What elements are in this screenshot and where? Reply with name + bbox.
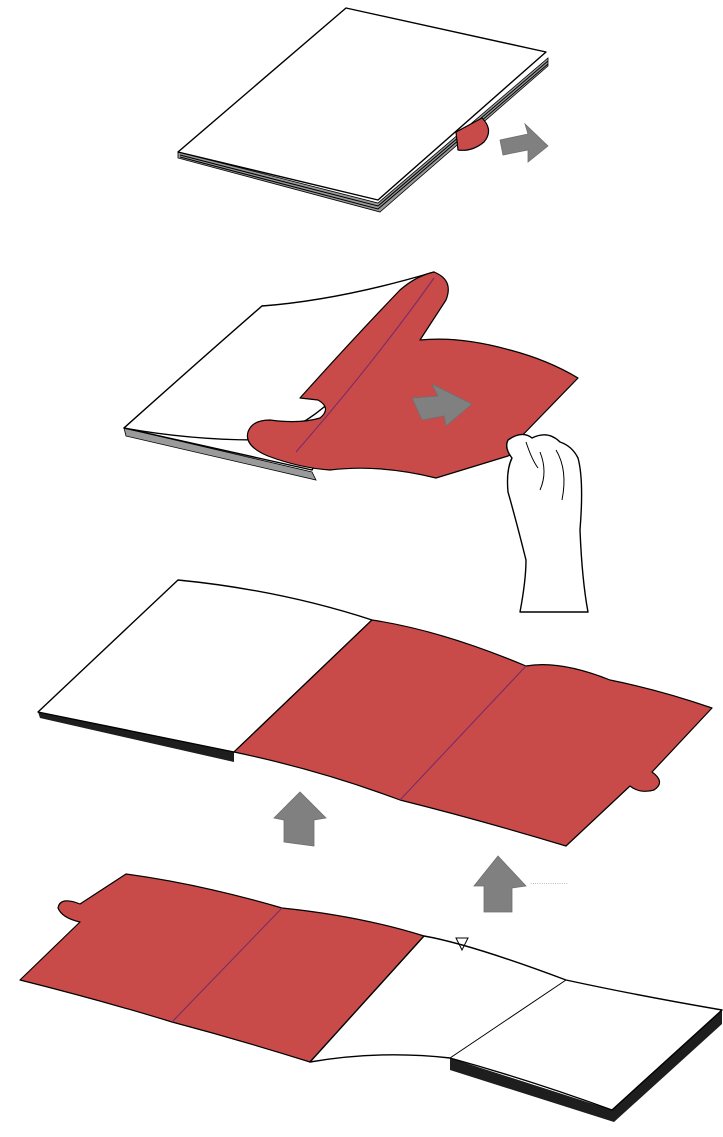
arrow-right-icon	[500, 124, 548, 162]
arrow-up-icon	[274, 792, 326, 846]
faint-mark: .................	[530, 878, 568, 886]
step-1-closed-booklet	[178, 8, 548, 212]
arrow-up-icon-2	[474, 856, 526, 912]
step-4-unfolded	[20, 874, 722, 1122]
step-2-pull-sheet	[124, 272, 588, 612]
step-3-opened	[38, 580, 712, 846]
hand-icon	[507, 434, 588, 612]
